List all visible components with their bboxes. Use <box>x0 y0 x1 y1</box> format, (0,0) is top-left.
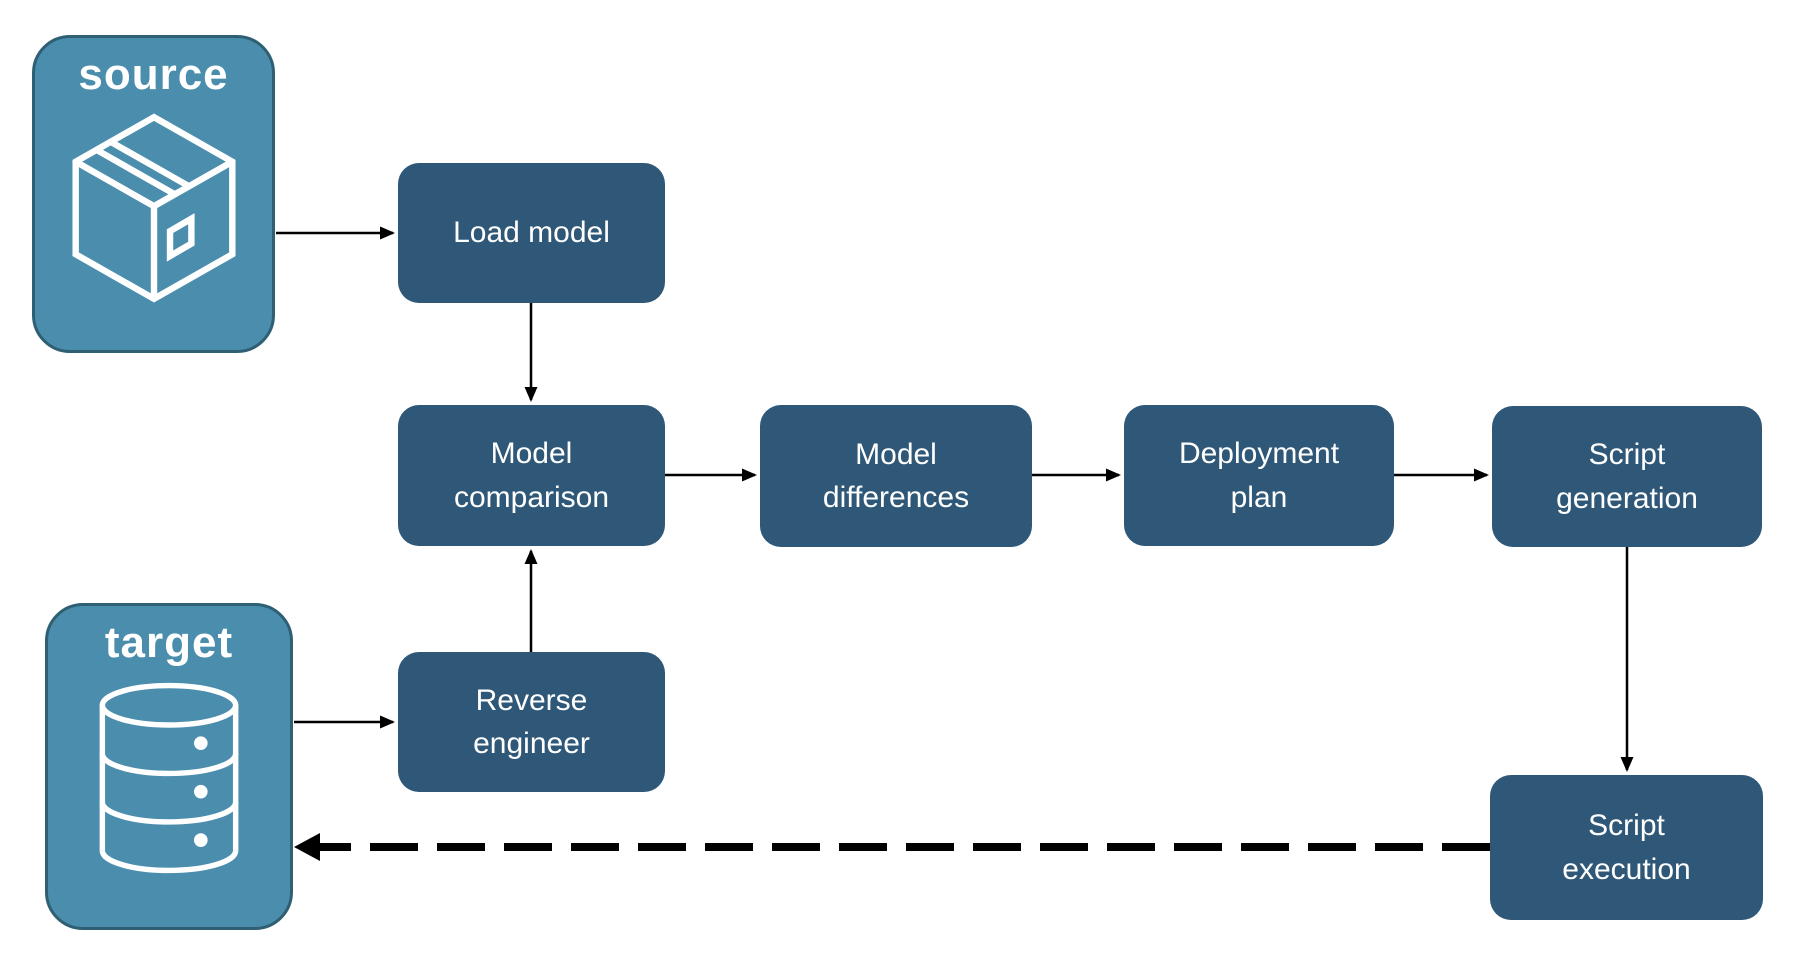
node-script-generation: Script generation <box>1492 406 1762 547</box>
node-script-generation-label: Script generation <box>1556 438 1698 515</box>
node-load-model-label: Load model <box>453 216 610 250</box>
target-container: target <box>45 603 293 930</box>
node-script-execution: Script execution <box>1490 775 1763 920</box>
node-model-comparison: Model comparison <box>398 405 665 546</box>
source-container: source <box>32 35 275 353</box>
database-icon <box>99 682 239 874</box>
node-model-differences-label: Model differences <box>822 437 970 515</box>
node-reverse-engineer: Reverse engineer <box>398 652 665 792</box>
source-label: source <box>78 50 229 99</box>
node-model-differences: Model differences <box>760 405 1032 547</box>
target-label: target <box>104 618 234 667</box>
node-deployment-plan-label: Deployment plan <box>1178 437 1340 514</box>
node-model-comparison-label: Model comparison <box>453 437 610 514</box>
node-deployment-plan: Deployment plan <box>1124 405 1394 546</box>
edge-script-execution-to-target-dashed <box>294 833 1490 861</box>
node-script-execution-label: Script execution <box>1562 809 1691 886</box>
node-reverse-engineer-label: Reverse engineer <box>473 683 590 761</box>
node-load-model: Load model <box>398 163 665 303</box>
package-icon <box>71 113 236 303</box>
